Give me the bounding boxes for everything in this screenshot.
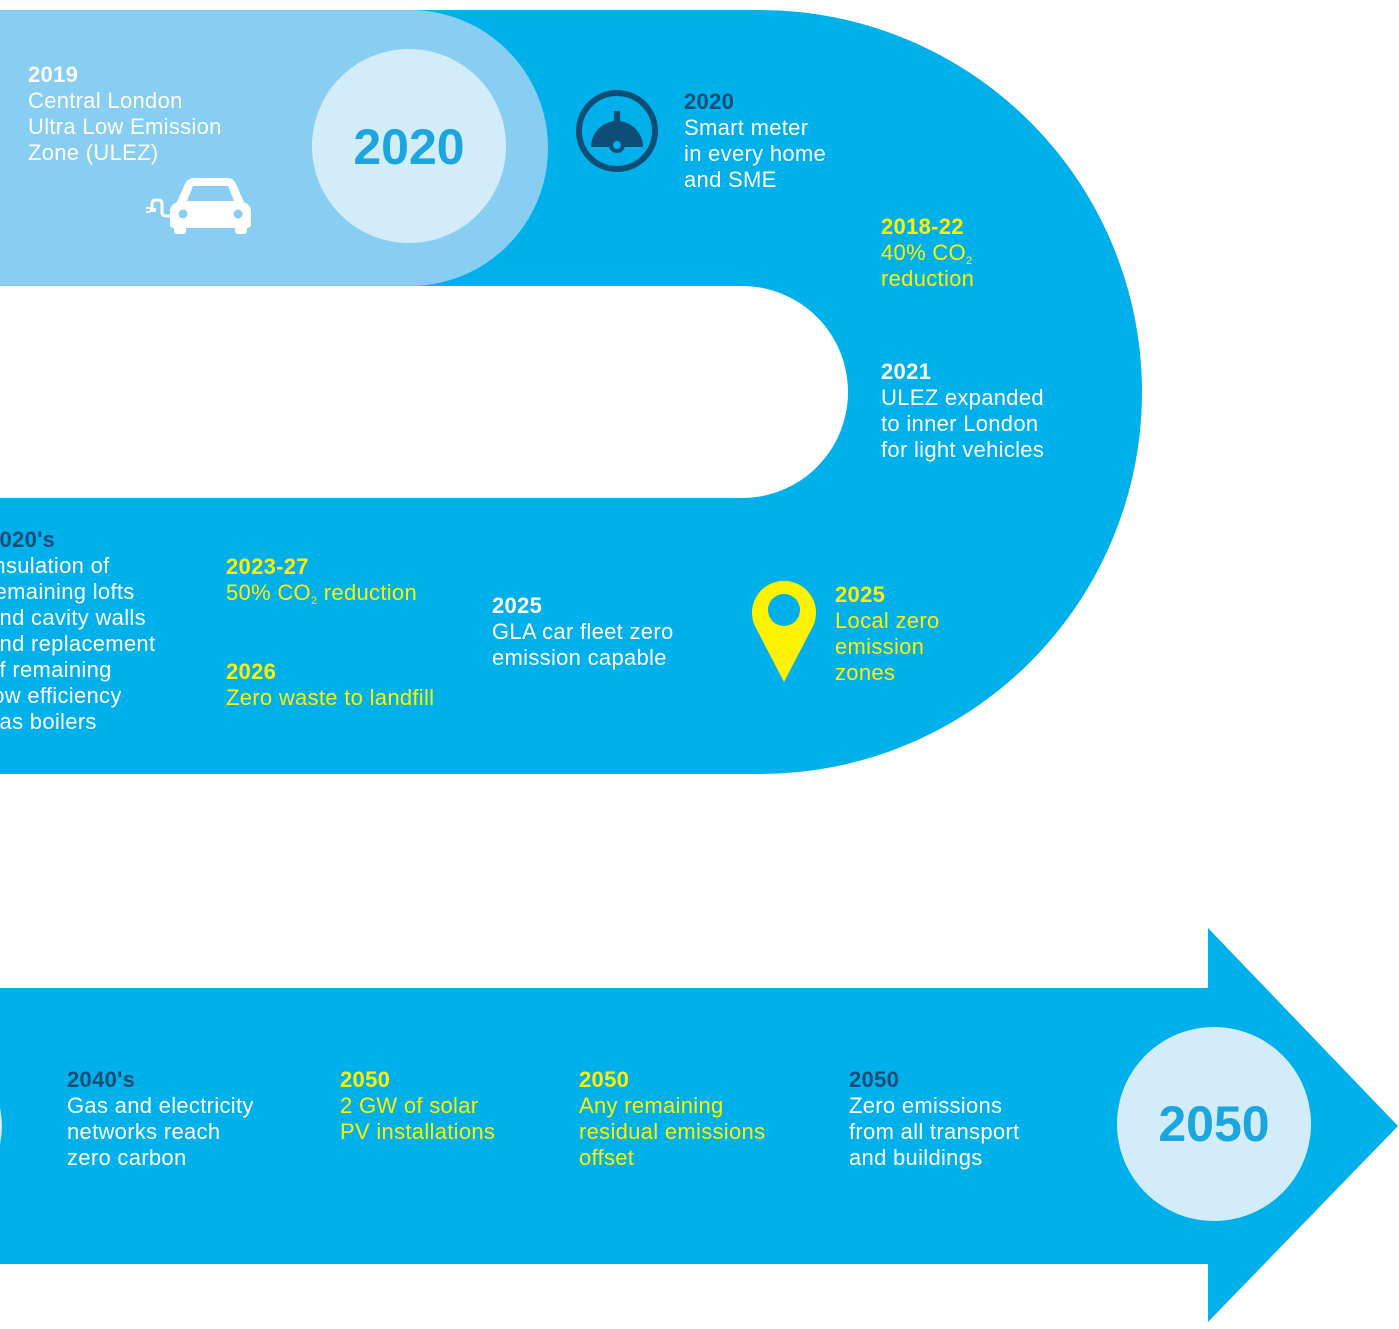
item-year: 2050 xyxy=(849,1067,900,1092)
landfill-2026-item: 2026 Zero waste to landfill xyxy=(226,659,434,711)
milestone-circle-2050 xyxy=(1117,1027,1311,1221)
gla-fleet-2025-item: 2025 GLA car fleet zero emission capable xyxy=(492,593,674,671)
insulation-2020s-item: 2020's Insulation of remaining lofts and… xyxy=(0,527,155,735)
item-year: 2020's xyxy=(0,527,56,552)
item-text: Gas and electricity networks reach zero … xyxy=(67,1093,254,1170)
smart-meter-gauge-icon xyxy=(576,90,658,172)
ulez-2021-item: 2021 ULEZ expanded to inner London for l… xyxy=(881,359,1044,463)
smart-meter-item: 2020 Smart meter in every home and SME xyxy=(684,89,826,193)
item-year: 2050 xyxy=(579,1067,630,1092)
arrow-item-2050-solar: 2050 2 GW of solar PV installations xyxy=(340,1067,495,1145)
item-text: GLA car fleet zero emission capable xyxy=(492,619,674,670)
milestone-year-2050: 2050 xyxy=(1158,1096,1270,1152)
item-text: Smart meter in every home and SME xyxy=(684,115,827,192)
item-year: 2025 xyxy=(835,582,886,607)
item-text: 50% CO2 reduction xyxy=(226,580,417,607)
milestone-circle-2020 xyxy=(312,49,506,243)
item-text: Any remaining residual emissions offset xyxy=(579,1093,766,1170)
item-text-line2: reduction xyxy=(881,266,975,291)
arrow-item-2050-offset: 2050 Any remaining residual emissions of… xyxy=(579,1067,765,1171)
milestone-year-2020: 2020 xyxy=(353,119,465,175)
electric-car-icon xyxy=(146,178,251,234)
item-year: 2040's xyxy=(67,1067,136,1092)
item-year: 2018-22 xyxy=(881,214,964,239)
item-text: Zero emissions from all transport and bu… xyxy=(849,1093,1020,1170)
zero-zones-2025-item: 2025 Local zero emission zones xyxy=(835,582,940,686)
item-text: 40% CO2 xyxy=(881,240,973,267)
item-year: 2026 xyxy=(226,659,277,684)
timeline-arrow xyxy=(0,928,1398,1322)
item-year: 2050 xyxy=(340,1067,391,1092)
item-text: ULEZ expanded to inner London for light … xyxy=(881,385,1045,462)
item-text: Zero waste to landfill xyxy=(226,685,435,710)
item-text: 2 GW of solar PV installations xyxy=(340,1093,496,1144)
item-year: 2019 xyxy=(28,62,79,87)
item-year: 2025 xyxy=(492,593,543,618)
arrow-item-2050-zero-emissions: 2050 Zero emissions from all transport a… xyxy=(849,1067,1019,1171)
location-pin-icon xyxy=(752,580,816,682)
co2-2018-22-item: 2018-22 40% CO2 reduction xyxy=(881,214,974,292)
co2-2023-27-item: 2023-27 50% CO2 reduction xyxy=(226,554,417,607)
item-text: Insulation of remaining lofts and cavity… xyxy=(0,553,156,734)
ulez-2019-item: 2019 Central London Ultra Low Emission Z… xyxy=(28,62,222,166)
item-year: 2020 xyxy=(684,89,735,114)
item-year: 2021 xyxy=(881,359,932,384)
item-text: Central London Ultra Low Emission Zone (… xyxy=(28,88,222,165)
item-text: Local zero emission zones xyxy=(835,608,940,685)
milestone-circle-partial xyxy=(0,1108,2,1144)
arrow-item-2040s: 2040's Gas and electricity networks reac… xyxy=(67,1067,254,1171)
item-year: 2023-27 xyxy=(226,554,309,579)
